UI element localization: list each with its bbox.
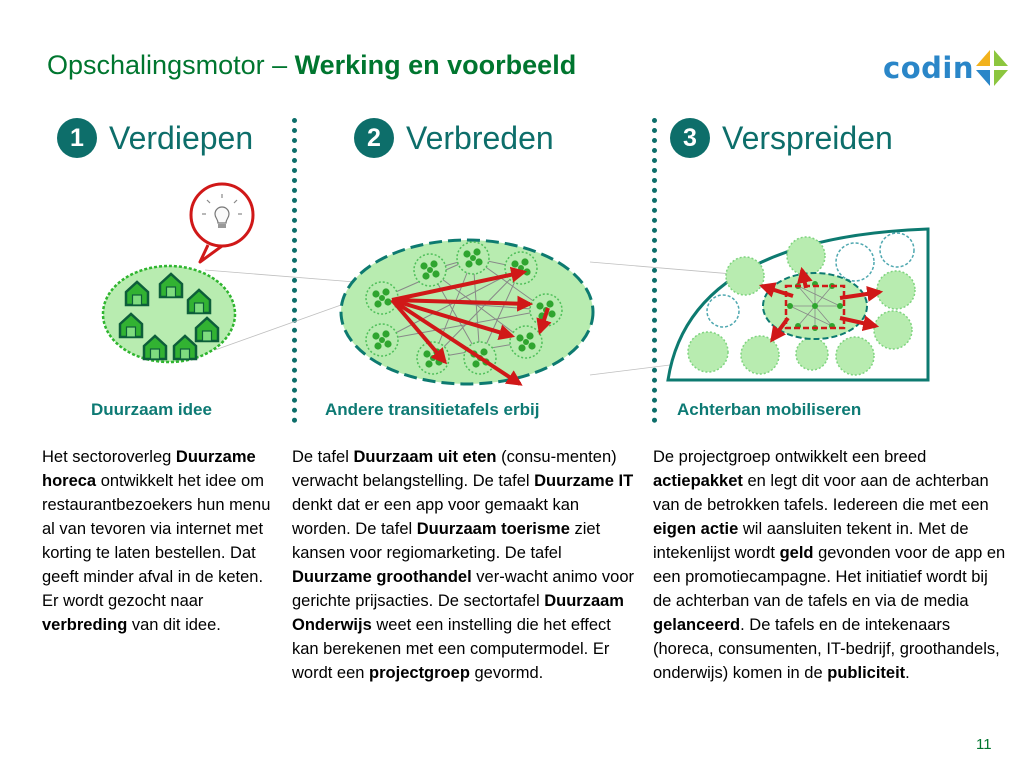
step-number-badge: 1 <box>57 118 97 158</box>
text-run: gevonden voor de app en een promotiecamp… <box>653 544 1006 610</box>
supporter-circles <box>687 232 916 376</box>
column-divider <box>652 118 657 423</box>
bold-text-run: actiepakket <box>653 472 743 490</box>
lightbulb-speech-bubble-icon <box>189 182 255 264</box>
bold-text-run: Duurzaam toerisme <box>416 520 570 538</box>
text-run: (consu-menten) verwacht belangstelling. <box>292 448 617 490</box>
project-group-core <box>762 272 868 340</box>
bold-text-run: publiciteit <box>827 664 906 682</box>
text-run: denkt dat er een app voor gemaakt kan wo… <box>292 496 580 538</box>
red-arrow-icon <box>390 266 552 386</box>
text-run: . <box>905 664 910 682</box>
text-run: De tafel <box>504 544 562 562</box>
red-arrow-icon <box>758 266 884 343</box>
text-run: De projectgroep ontwikkelt een breed <box>653 448 927 466</box>
cross-diamond-logo-icon <box>975 50 1008 86</box>
page-number: 11 <box>976 736 992 753</box>
subtitle-duurzaam-idee: Duurzaam idee <box>91 400 212 419</box>
step-number-badge: 3 <box>670 118 710 158</box>
bold-text-run: Duurzaam Onderwijs <box>292 592 624 634</box>
subtitle-andere-tafels: Andere transitietafels erbij <box>325 400 540 419</box>
slide-title: Opschalingsmotor – Werking en voorbeeld <box>47 50 576 81</box>
bold-text-run: projectgroep <box>369 664 470 682</box>
text-run: Het sectoroverleg <box>42 448 176 466</box>
bold-text-run: verbreding <box>42 616 128 634</box>
column-divider <box>292 118 297 423</box>
step-heading-1: 1 Verdiepen <box>57 118 253 158</box>
text-run: . De tafels en de intekenaars (horeca, c… <box>653 616 1000 682</box>
column-text-verspreiden: De projectgroep ontwikkelt een breed act… <box>653 445 1007 685</box>
text-run: en legt dit voor aan de achterban van de… <box>653 472 989 514</box>
text-run: ziet kansen voor regiomarketing. <box>292 520 601 562</box>
text-run: De tafel <box>472 472 535 490</box>
bold-text-run: Duurzaam uit eten <box>353 448 497 466</box>
column-text-verdiepen: Het sectoroverleg Duurzame horeca ontwik… <box>42 445 278 637</box>
paragraph: De tafel Duurzaam uit eten (consu-menten… <box>292 445 642 685</box>
text-run: ver-wacht animo voor gerichte prijsactie… <box>292 568 634 610</box>
step-heading-2: 2 Verbreden <box>354 118 554 158</box>
logo-text: codin <box>883 51 974 85</box>
bold-text-run: gelanceerd <box>653 616 741 634</box>
title-emphasis: Werking en voorbeeld <box>294 50 577 80</box>
subtitle-achterban: Achterban mobiliseren <box>677 400 862 419</box>
text-run: ontwikkelt het idee om restaurantbezoeke… <box>42 472 271 610</box>
column-text-verbreden: De tafel Duurzaam uit eten (consu-menten… <box>292 445 642 685</box>
bold-text-run: eigen actie <box>653 520 739 538</box>
text-run: wil aansluiten tekent in. Met de inteken… <box>653 520 969 562</box>
step-label: Verdiepen <box>109 119 254 156</box>
codin-logo: codin <box>883 48 1010 88</box>
step-label: Verbreden <box>406 119 554 156</box>
text-run: van dit idee. <box>127 616 221 634</box>
text-run: Er wordt een <box>292 640 610 682</box>
bold-text-run: geld <box>779 544 814 562</box>
bold-text-run: Duurzame groothandel <box>292 568 472 586</box>
text-run: De sectortafel <box>437 592 545 610</box>
text-run: weet een instelling die het effect kan b… <box>292 616 611 658</box>
paragraph: De projectgroep ontwikkelt een breed act… <box>653 445 1007 685</box>
title-main: Opschalingsmotor – <box>47 50 295 80</box>
bold-text-run: Duurzame IT <box>534 472 634 490</box>
step-number-badge: 2 <box>354 118 394 158</box>
bold-text-run: Duurzame horeca <box>42 448 256 490</box>
text-run: De tafel <box>292 448 354 466</box>
text-run: De tafel <box>355 520 417 538</box>
paragraph: Het sectoroverleg Duurzame horeca ontwik… <box>42 445 278 637</box>
step-heading-3: 3 Verspreiden <box>670 118 893 158</box>
text-run: gevormd. <box>469 664 544 682</box>
step-label: Verspreiden <box>722 119 893 156</box>
